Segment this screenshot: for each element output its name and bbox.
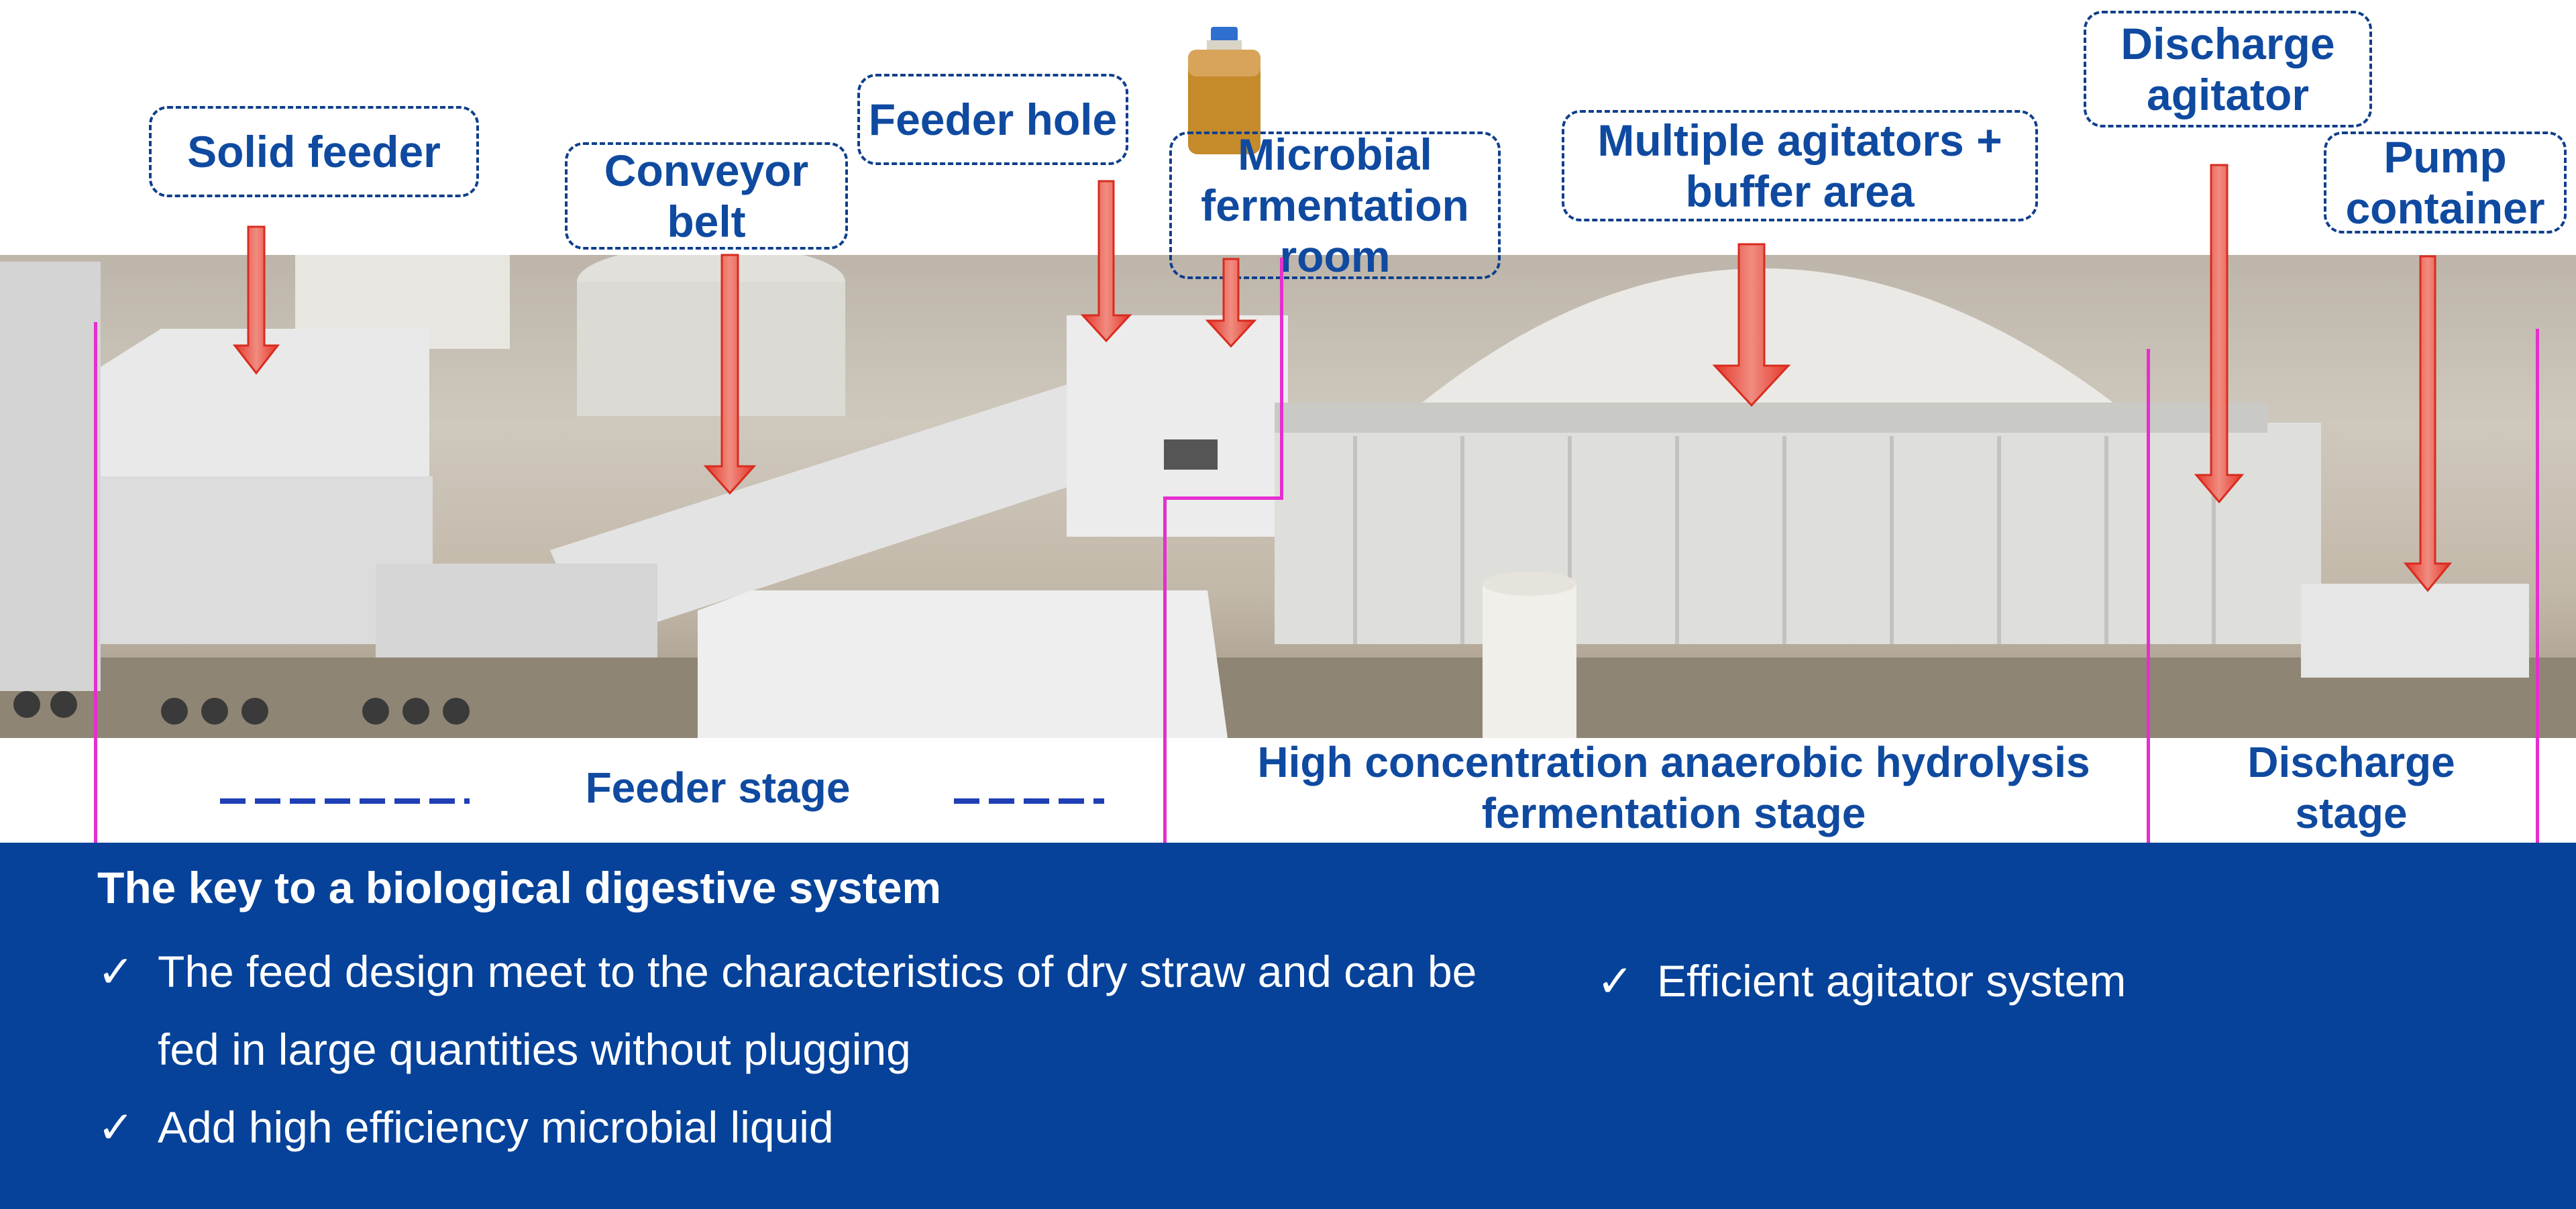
stage-divider (1280, 258, 1283, 499)
bullet-feed-design: ✓ The feed design meet to the characteri… (97, 933, 1493, 1088)
stage-divider (2536, 329, 2539, 843)
pump-container-box (2301, 584, 2529, 678)
discharge-agitator-label: Discharge agitator (2084, 11, 2372, 127)
microbial-fermentation-room-label: Microbial fermentation room (1169, 129, 1501, 281)
plant-illustration (0, 255, 2576, 738)
stage-dash-right (954, 798, 1104, 804)
fermentation-stage-label: High concentration anaerobic hydrolysis … (1257, 738, 2090, 837)
check-icon: ✓ (97, 947, 135, 996)
discharge-stage-label: Discharge stage (2247, 738, 2455, 837)
stage-divider (1163, 496, 1283, 500)
bullet-text: Add high efficiency microbial liquid (158, 1102, 834, 1152)
stage-divider (2147, 349, 2150, 843)
feeder-hole-label: Feeder hole (857, 74, 1128, 165)
front-roof (698, 590, 1228, 738)
check-icon: ✓ (1597, 956, 1634, 1006)
bullet-microbial-liquid: ✓ Add high efficiency microbial liquid (97, 1088, 1493, 1166)
stage-divider (1163, 496, 1167, 843)
feeder-house (1067, 315, 1288, 537)
microbial-liquid-bottle-icon (1188, 27, 1260, 154)
bullet-text: The feed design meet to the characterist… (158, 947, 1477, 1074)
bullet-text: Efficient agitator system (1657, 956, 2127, 1006)
conveyor-structure (550, 382, 1100, 644)
panel-title: The key to a biological digestive system (97, 863, 942, 912)
fermentation-tank (1275, 423, 2321, 644)
pump-container-label: Pump container (2324, 132, 2567, 233)
dome-tank (1422, 268, 2113, 403)
stage-divider (94, 322, 97, 843)
feeder-stage-label: Feeder stage (585, 764, 851, 812)
stage-dash-left (220, 798, 470, 804)
conveyor-belt-label: Conveyor belt (565, 142, 848, 250)
small-tank (1483, 584, 1576, 738)
multiple-agitators-label: Multiple agitators + buffer area (1562, 110, 2038, 221)
check-icon: ✓ (97, 1102, 135, 1152)
solid-feeder-label: Solid feeder (149, 106, 479, 197)
bullet-agitator-system: ✓ Efficient agitator system (1597, 942, 2469, 1020)
key-points-panel: The key to a biological digestive system… (0, 843, 2576, 1209)
plant-photo (0, 255, 2576, 738)
